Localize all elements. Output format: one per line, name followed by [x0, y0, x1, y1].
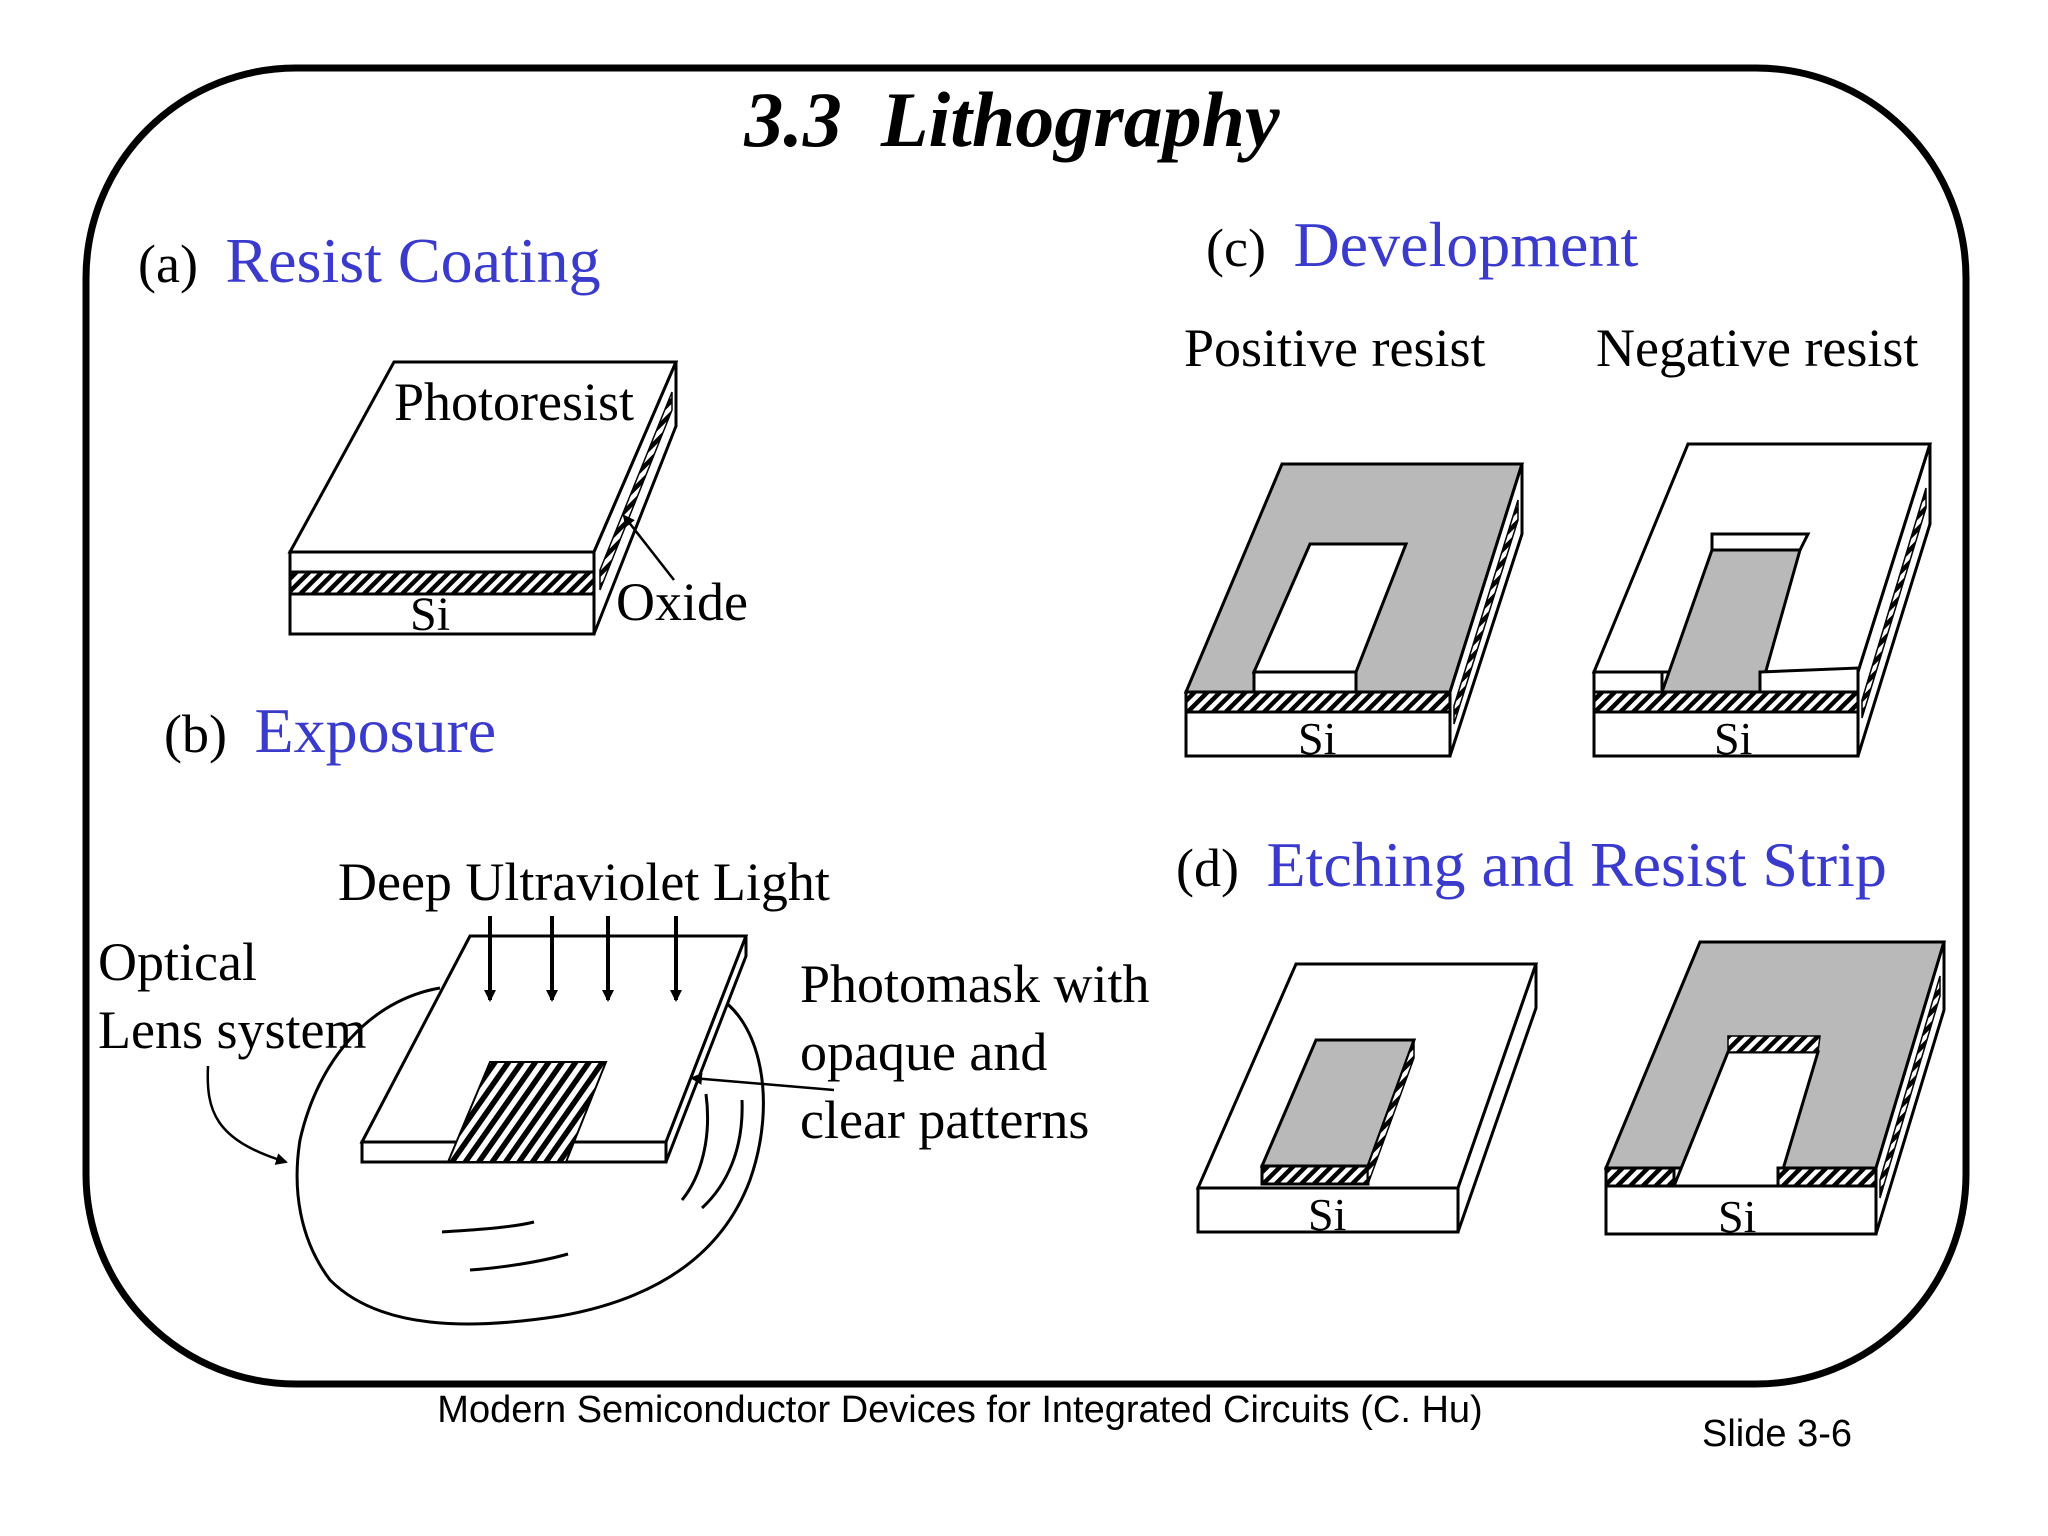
- slide-number: Slide 3-6: [1702, 1413, 1852, 1455]
- photomask-plate: [359, 934, 749, 1164]
- oxide-pointer-line: [622, 514, 675, 581]
- uv-light-arrows: [484, 916, 682, 1002]
- si-label-negative: Si: [1714, 713, 1752, 764]
- negative-resist-label: Negative resist: [1596, 318, 1918, 378]
- svg-text:(b) Exposure: (b) Exposure: [164, 695, 496, 766]
- lens-detail-curve-2: [700, 1099, 744, 1210]
- slide-frame: [82, 64, 1970, 1388]
- si-label-etched-positive: Si: [1308, 1189, 1346, 1240]
- etched-wafer-positive: [1195, 962, 1539, 1234]
- panel-d-heading: Etching and Resist Strip: [1266, 829, 1886, 900]
- panel-c-letter: (c): [1206, 218, 1266, 278]
- si-label-etched-negative: Si: [1718, 1191, 1756, 1242]
- panel-c-heading: Development: [1293, 209, 1638, 280]
- mask-label-line-3: clear patterns: [800, 1090, 1089, 1150]
- panel-d-etching: (d) Etching and Resist Strip Si Si: [1176, 829, 1947, 1242]
- positive-resist-wafer: [1183, 462, 1525, 758]
- si-label-positive: Si: [1298, 713, 1336, 764]
- lens-pointer: [206, 1065, 288, 1165]
- lens-label-line-1: Optical: [98, 932, 257, 992]
- page-title: 3.3 Lithography: [743, 76, 1280, 163]
- lens-label-line-2: Lens system: [98, 1000, 366, 1060]
- negative-resist-wafer: [1591, 442, 1933, 758]
- photoresist-label: Photoresist: [394, 372, 634, 432]
- mask-label-line-1: Photomask with: [800, 954, 1150, 1014]
- panel-a-heading: Resist Coating: [225, 225, 600, 296]
- etched-wafer-negative: [1603, 940, 1947, 1236]
- panel-d-letter: (d): [1176, 838, 1239, 898]
- mask-pointer: [690, 1072, 835, 1092]
- panel-a-letter: (a): [138, 234, 198, 294]
- si-label-a: Si: [410, 588, 450, 641]
- lens-detail-curve-4: [469, 1252, 569, 1272]
- svg-text:(c) Development: (c) Development: [1206, 209, 1638, 280]
- svg-text:Optical Lens system: Optical Lens system: [98, 932, 366, 1060]
- svg-text:(d) Etching and Resist S: (d) Etching and Resist Strip: [1176, 829, 1887, 900]
- lens-detail-curve-3: [441, 1220, 535, 1234]
- panel-b-heading: Exposure: [254, 695, 496, 766]
- svg-text:Photomask with opaque an: Photomask with opaque and clear patterns: [800, 954, 1163, 1150]
- panel-a-resist-coating: (a) Resist Coating Photoresist Si Oxide: [138, 225, 748, 641]
- footer-citation: Modern Semiconductor Devices for Integra…: [437, 1389, 1482, 1431]
- panel-b-exposure: (b) Exposure Deep Ultraviolet Light Opti…: [98, 695, 1163, 1326]
- uv-light-label: Deep Ultraviolet Light: [338, 852, 830, 912]
- mask-opaque-pattern: [446, 1061, 608, 1163]
- panel-b-letter: (b): [164, 704, 227, 764]
- svg-text:(a) Resist Coating: (a) Resist Coating: [138, 225, 601, 296]
- optical-lens-outline: [295, 986, 765, 1326]
- lens-detail-curve-1: [680, 1093, 710, 1201]
- positive-resist-label: Positive resist: [1184, 318, 1486, 378]
- oxide-label: Oxide: [616, 572, 748, 632]
- resist-coated-wafer-diagram: [287, 360, 679, 636]
- mask-label-line-2: opaque and: [800, 1022, 1047, 1082]
- panel-c-development: (c) Development Positive resist Negative…: [1183, 209, 1933, 764]
